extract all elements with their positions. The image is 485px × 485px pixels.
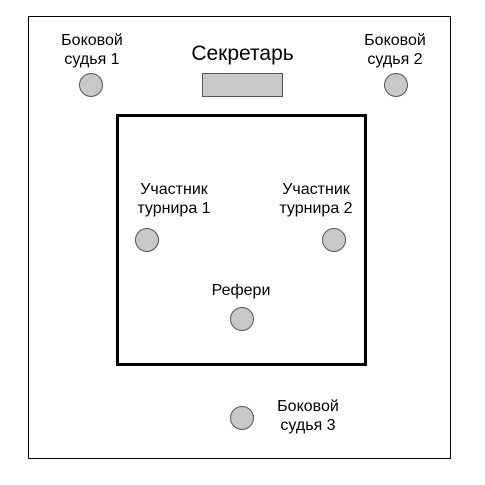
participant-2-label: Участник турнира 2 (279, 181, 353, 217)
side-judge-3-marker (230, 406, 254, 430)
secretary-desk (202, 73, 283, 97)
side-judge-2-label: Боковой судья 2 (364, 32, 426, 68)
side-judge-1-marker (79, 73, 103, 97)
secretary-label: Секретарь (191, 42, 294, 65)
participant-1-label: Участник турнира 1 (137, 181, 211, 217)
side-judge-2-marker (384, 73, 408, 97)
inner-competition-area (116, 114, 367, 366)
referee-label: Рефери (211, 282, 271, 299)
participant-2-marker (322, 228, 346, 252)
outer-safety-area (28, 16, 451, 459)
referee-marker (230, 307, 254, 331)
participant-1-marker (135, 228, 159, 252)
side-judge-1-label: Боковой судья 1 (61, 32, 123, 68)
side-judge-3-label: Боковой судья 3 (277, 398, 339, 434)
